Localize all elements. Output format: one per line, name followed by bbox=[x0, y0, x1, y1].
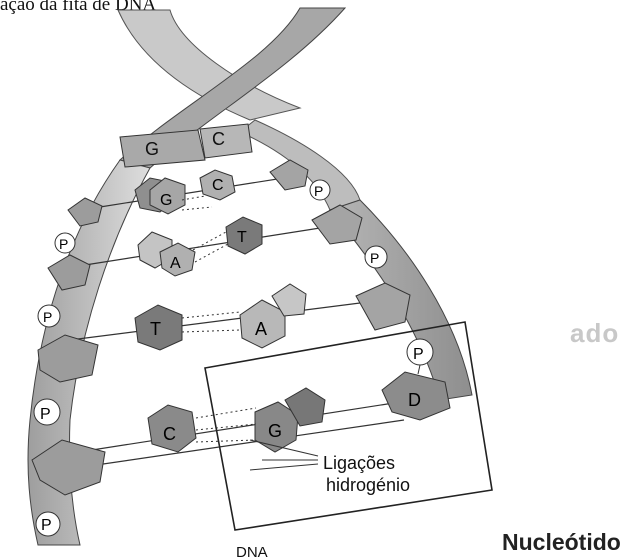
hydrogen-bonds-label-line1: Ligações bbox=[323, 453, 395, 473]
base-pair-5-left: C bbox=[163, 424, 176, 444]
phosphate-label: P bbox=[314, 183, 323, 199]
phosphate-label: P bbox=[59, 236, 68, 252]
sugar-d-label: D bbox=[408, 390, 421, 410]
base-pair-2-left: G bbox=[160, 192, 172, 209]
phosphate-label: P bbox=[43, 309, 52, 325]
base-pair-1-left: G bbox=[145, 139, 159, 159]
dna-label: DNA bbox=[236, 544, 268, 560]
base-pair-2: G C bbox=[135, 170, 235, 214]
base-pair-3-right: T bbox=[237, 229, 247, 246]
phosphate-label: P bbox=[40, 406, 51, 423]
phosphate-label: P bbox=[41, 517, 52, 534]
hydrogen-bonds-label-line2: hidrogénio bbox=[326, 475, 410, 495]
phosphate-label: P bbox=[413, 346, 424, 363]
base-pair-4: T A bbox=[135, 284, 306, 350]
base-pair-1-right: C bbox=[212, 129, 225, 149]
base-pair-5: C G bbox=[148, 388, 325, 452]
base-pair-4-left: T bbox=[150, 319, 161, 339]
nucleotide-label: Nucleótido bbox=[502, 529, 621, 555]
base-pair-2-right: C bbox=[212, 177, 224, 194]
base-pair-4-right: A bbox=[255, 319, 267, 339]
phosphate-label: P bbox=[370, 250, 379, 266]
base-pair-3-left: A bbox=[170, 255, 181, 272]
base-pair-5-right: G bbox=[268, 421, 282, 441]
